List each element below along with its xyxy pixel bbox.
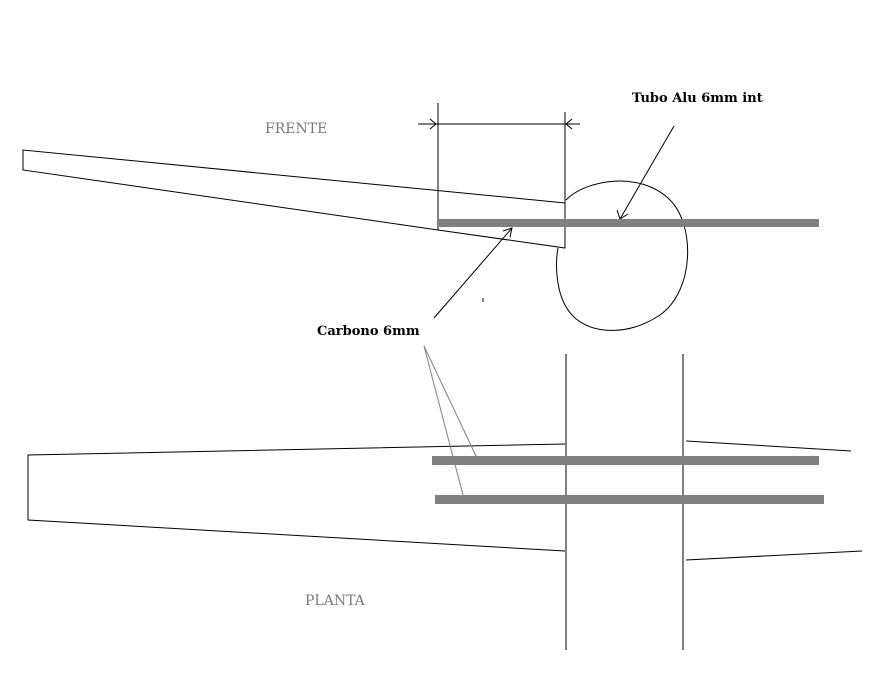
front-view-title: FRENTE bbox=[265, 121, 328, 137]
front-carbon-rod bbox=[439, 219, 819, 227]
carbon-leader-line-plan-upper bbox=[423, 345, 477, 457]
plan-left-wing-outline bbox=[27, 443, 566, 552]
plan-view-title: PLANTA bbox=[305, 593, 365, 609]
carbon-leader-line-front bbox=[433, 227, 513, 319]
tube-leader-line bbox=[619, 125, 675, 220]
front-view bbox=[22, 103, 689, 331]
carbon-leader-line-plan-lower bbox=[423, 345, 464, 496]
front-wing-profile bbox=[22, 149, 566, 249]
carbon-leader-arrow-front bbox=[502, 227, 513, 238]
aluminium-tube-label: Tubo Alu 6mm int bbox=[632, 91, 763, 106]
plan-carbon-rod-lower bbox=[435, 495, 824, 504]
carbon-rod-label: Carbono 6mm bbox=[317, 324, 420, 339]
fuselage-outline bbox=[556, 180, 689, 331]
dimension-arrow-left bbox=[429, 118, 437, 130]
plan-right-wing-trailing-edge bbox=[685, 550, 863, 561]
plan-carbon-rod-upper bbox=[432, 456, 819, 465]
plan-right-wing-leading-edge bbox=[685, 440, 852, 452]
dimension-arrow-right bbox=[565, 118, 573, 130]
